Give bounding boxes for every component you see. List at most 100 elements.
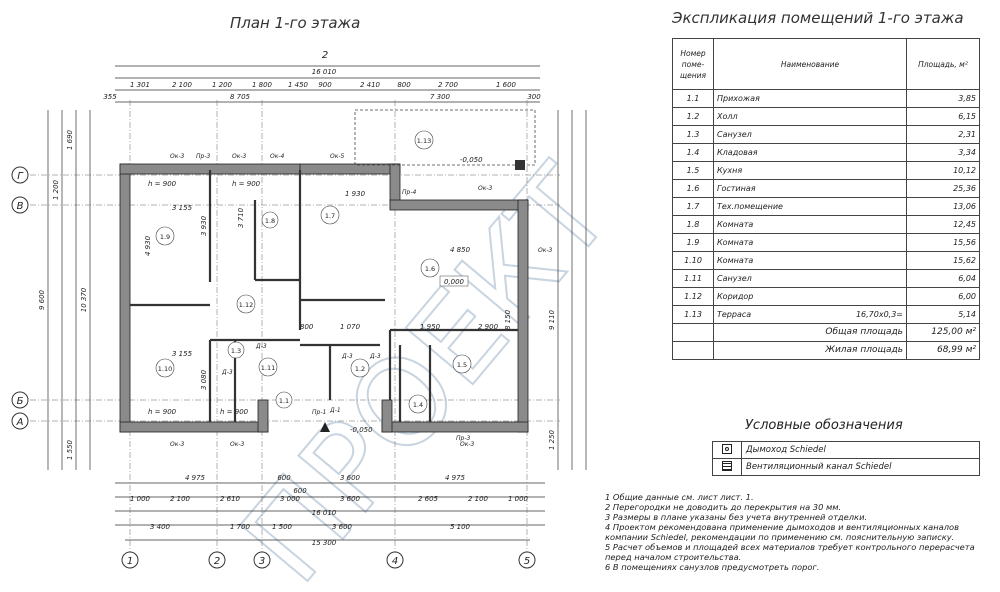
dim-bottom2: 1 000	[130, 495, 151, 503]
dim-top-total: 16 010	[312, 68, 337, 76]
axis-label-4: 4	[392, 556, 398, 567]
notes-list: 1 Общие данные см. лист лист. 1. 2 Перег…	[605, 492, 995, 572]
window-label: Ок-3	[478, 185, 493, 192]
living-area-value: 68,99 м²	[906, 341, 980, 360]
door-label: Пр-4	[402, 189, 416, 196]
total-area-label: Общая площадь	[713, 323, 907, 342]
dim-bottom2: 2 605	[418, 495, 439, 503]
note-item: 2 Перегородки не доводить до перекрытия …	[605, 502, 842, 512]
room-name-text: Тех.помещение	[717, 202, 783, 211]
dim-bottom2: 2 610	[220, 495, 241, 503]
room-name: Кладовая	[713, 143, 907, 162]
room-dimension: 3 155	[172, 204, 193, 212]
terrace-outline	[354, 109, 536, 166]
room-label: 1.1	[279, 397, 289, 405]
room-name: Санузел	[713, 125, 907, 144]
door-label: Д-3	[341, 353, 353, 360]
dim-bottom1: 3 600	[340, 474, 361, 482]
legend-label: Дымоход Schiedel	[741, 441, 980, 459]
room-label: 1.11	[261, 364, 275, 372]
room-name-text: Гостиная	[717, 184, 756, 193]
room-number: 1.8	[672, 215, 714, 234]
room-name: Прихожая	[713, 89, 907, 108]
note-item: 5 Расчет объемов и площадей всех материа…	[605, 542, 975, 562]
room-area: 15,56	[906, 233, 980, 252]
room-label: 1.7	[325, 212, 335, 220]
room-number: 1.12	[672, 287, 714, 306]
room-number: 1.7	[672, 197, 714, 216]
dim-right: 1 250	[548, 429, 556, 450]
dim-bottom1: 4 975	[445, 474, 466, 482]
axis-label-A: А	[16, 417, 24, 428]
room-number: 1.9	[672, 233, 714, 252]
legend-row: Дымоход Schiedel	[712, 441, 980, 459]
room-dimension: 4 930	[144, 235, 152, 256]
room-name: Санузел	[713, 269, 907, 288]
room-number: 1.5	[672, 161, 714, 180]
dim-left: 1 200	[52, 179, 60, 200]
section-mark-top: 2	[322, 50, 328, 61]
living-area-label: Жилая площадь	[713, 341, 907, 360]
room-area: 13,06	[906, 197, 980, 216]
explication-header-row: Номер поме- щения Наименование Площадь, …	[672, 38, 980, 90]
room-name: Кухня	[713, 161, 907, 180]
room-label: 1.10	[158, 365, 172, 373]
dim-top2: 355	[103, 93, 117, 101]
window-label: Ок-3	[460, 441, 475, 448]
room-name: Тех.помещение	[713, 197, 907, 216]
dim-bottom2: 2 100	[170, 495, 191, 503]
floor-plan-drawing: Г В Б А 1 2 3 4 5 2	[11, 50, 587, 569]
room-name-text: Холл	[717, 112, 738, 121]
dimension-lines	[47, 65, 587, 541]
header-room-number: Номер поме- щения	[672, 38, 714, 90]
room-area: 6,00	[906, 287, 980, 306]
room-name-text: Коридор	[717, 292, 754, 301]
room-name-text: Санузел	[717, 274, 752, 283]
room-dimension: 8 150	[504, 309, 512, 330]
height-mark: h = 900	[148, 180, 177, 188]
room-area: 6,04	[906, 269, 980, 288]
door-label: Пр-1	[312, 409, 326, 416]
room-label: 1.6	[425, 265, 435, 273]
room-dimension: 3 930	[200, 215, 208, 236]
room-name: Гостиная	[713, 179, 907, 198]
room-name: Холл	[713, 107, 907, 126]
explication-table: Номер поме- щения Наименование Площадь, …	[672, 38, 980, 360]
axis-label-1: 1	[127, 556, 133, 567]
explication-title: Экспликация помещений 1-го этажа	[672, 9, 964, 27]
dim-left: 9 600	[38, 289, 46, 310]
dim-bottom3: 3 600	[332, 523, 353, 531]
dim-bottom2: 3 600	[340, 495, 361, 503]
room-area: 5,14	[906, 305, 980, 324]
window-label: Ок-5	[330, 153, 345, 160]
window-label: Ок-3	[230, 441, 245, 448]
vent-duct-icon	[722, 460, 732, 471]
room-number: 1.11	[672, 269, 714, 288]
room-area: 3,85	[906, 89, 980, 108]
window-label: Ок-3	[170, 441, 185, 448]
axis-label-B: Б	[17, 396, 24, 407]
room-label: 1.12	[239, 301, 253, 309]
dim-bottom2: 3 000	[280, 495, 301, 503]
room-dimension: 3 080	[200, 369, 208, 390]
chimney-icon	[722, 443, 732, 454]
room-label: 1.4	[413, 401, 423, 409]
dim-top: 800	[397, 81, 411, 89]
room-name-text: Комната	[717, 256, 754, 265]
room-name-text: Кухня	[717, 166, 743, 175]
room-dimension: 4 850	[450, 246, 471, 254]
room-dimension: 1 930	[345, 190, 366, 198]
dim-bottom1: 600	[277, 474, 291, 482]
dim-top: 1 600	[496, 81, 517, 89]
living-area-row: Жилая площадь 68,99 м²	[672, 341, 980, 360]
dim-top: 2 410	[360, 81, 381, 89]
window-label: Ок-3	[170, 153, 185, 160]
axis-label-2: 2	[214, 556, 220, 567]
dim-bottom2: 2 100	[468, 495, 489, 503]
